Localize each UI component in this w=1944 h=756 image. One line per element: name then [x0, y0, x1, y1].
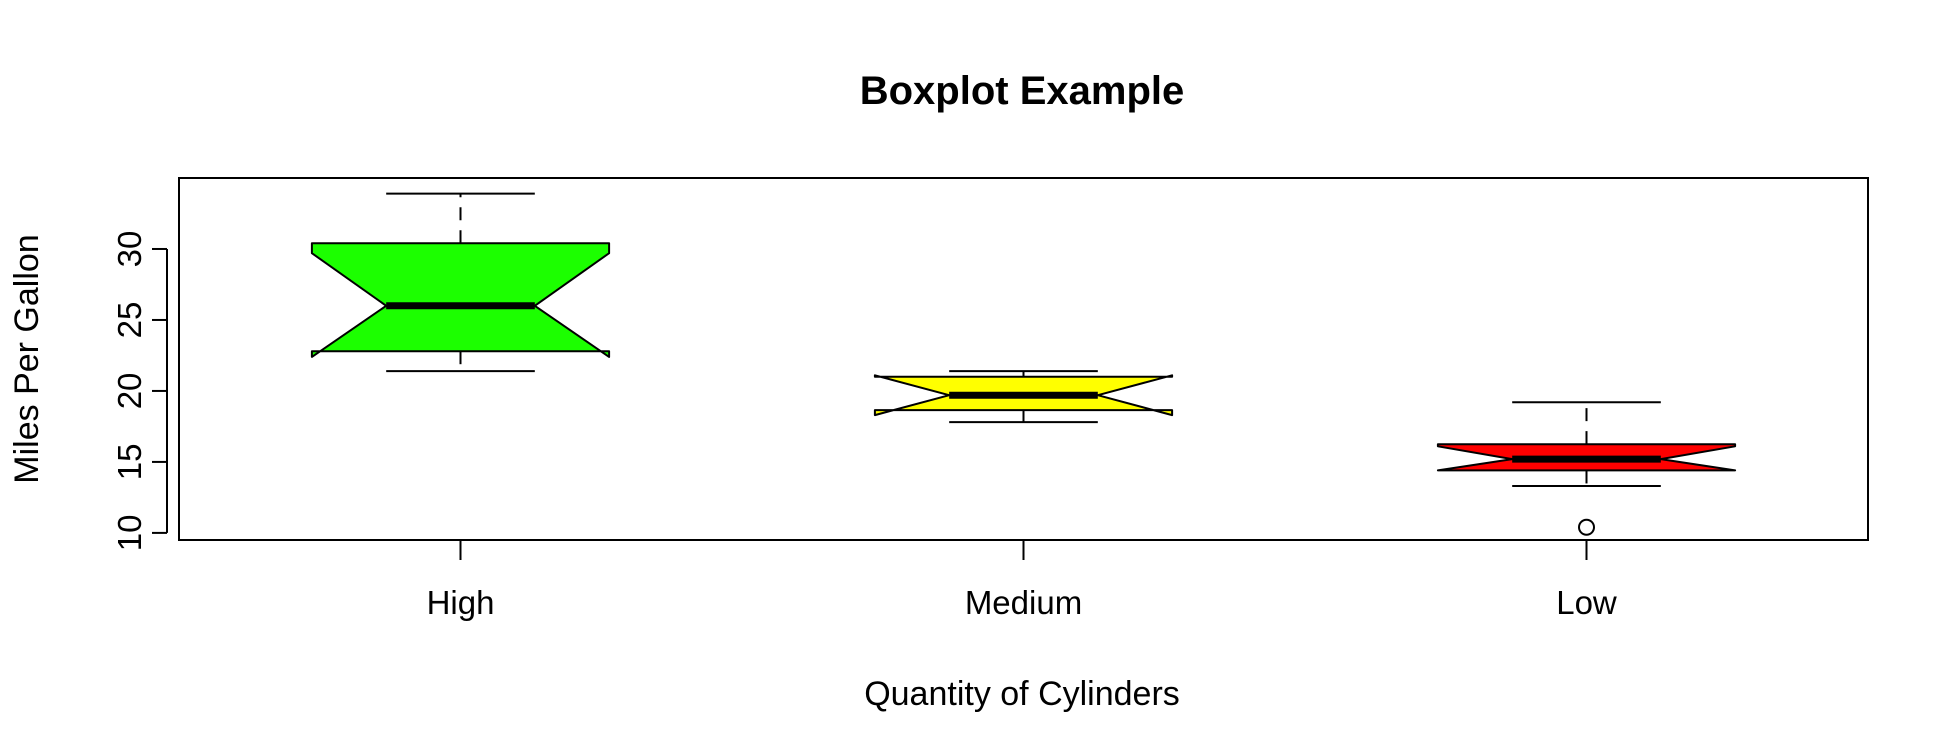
x-tick-label: Low [1556, 584, 1617, 621]
y-tick-label: 15 [111, 444, 148, 481]
y-axis-label: Miles Per Gallon [8, 234, 46, 483]
boxes-group [310, 192, 1737, 536]
y-tick-label: 30 [111, 231, 148, 268]
x-axis-label: Quantity of Cylinders [864, 675, 1180, 713]
box-high [310, 192, 611, 373]
box-medium [873, 370, 1174, 424]
outlier-point [1578, 518, 1595, 536]
box-body [310, 242, 611, 358]
y-tick-label: 20 [111, 373, 148, 410]
x-tick-label: High [427, 584, 495, 621]
box-low [1436, 401, 1737, 536]
x-tick-label: Medium [965, 584, 1082, 621]
x-axis: High Medium Low [427, 540, 1617, 621]
chart-title: Boxplot Example [860, 69, 1185, 113]
y-tick-label: 10 [111, 515, 148, 552]
y-tick-label: 25 [111, 302, 148, 339]
y-axis: 10 15 20 25 30 [111, 231, 168, 552]
